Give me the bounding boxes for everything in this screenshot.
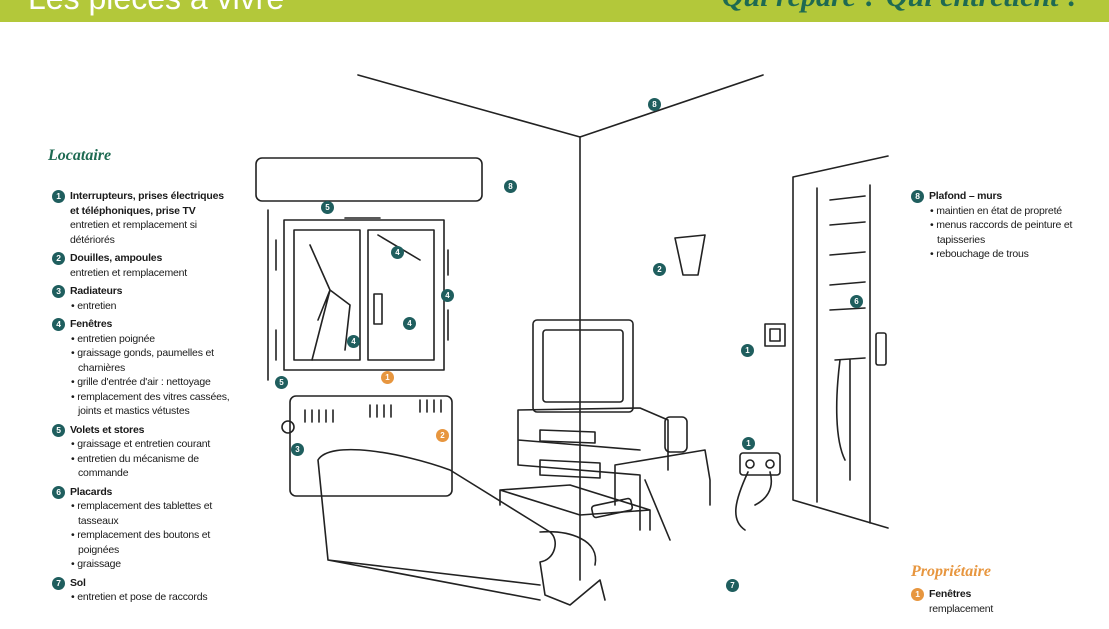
legend-bullet: • entretien poignée <box>71 332 155 345</box>
marker-shutter: 5 <box>275 376 288 389</box>
legend-number: 1 <box>52 190 65 203</box>
legend-item-plafond: 8 Plafond – murs • maintien en état de p… <box>911 189 1091 262</box>
plafond-legend: 8 Plafond – murs • maintien en état de p… <box>911 189 1091 266</box>
marker-window: 4 <box>391 246 404 259</box>
legend-bullet: • maintien en état de propreté <box>930 204 1062 217</box>
legend-number: 7 <box>52 576 65 590</box>
locataire-title: Locataire <box>48 147 112 164</box>
marker-ceiling: 8 <box>648 98 661 111</box>
legend-item-title: Volets et stores <box>70 423 145 436</box>
legend-item: 6 Placards • remplacement des tablettes et… <box>52 485 232 572</box>
legend-bullet: • entretien du mécanisme de commande <box>71 452 199 480</box>
closet-hanging <box>834 357 866 481</box>
cables <box>735 471 773 531</box>
marker-switch: 1 <box>741 344 754 357</box>
tv-stand <box>517 407 669 531</box>
legend-number: 3 <box>52 285 65 298</box>
marker-window: 4 <box>347 335 360 348</box>
legend-item-title: Douilles, ampoules <box>70 252 163 264</box>
legend-item-title: Radiateurs <box>70 285 123 297</box>
page-subtitle: Qui répare ? Qui entretient ? <box>722 0 1081 14</box>
legend-item: 3 Radiateurs • entretien <box>52 284 232 313</box>
legend-bullet: • graissage et entretien courant <box>71 438 211 450</box>
coffee-table <box>499 484 651 531</box>
proprietaire-legend: 1 Fenêtres remplacement <box>911 587 1091 620</box>
marker-floor: 7 <box>726 579 739 592</box>
legend-number: 6 <box>52 485 65 499</box>
marker-lamp: 2 <box>653 263 666 276</box>
closet-frame <box>792 155 889 529</box>
phone <box>664 416 688 453</box>
legend-bullet: • graissage <box>71 558 121 570</box>
legend-line: remplacement <box>929 602 994 615</box>
marker-wall: 8 <box>504 180 517 193</box>
legend-line: détériorés <box>70 233 115 246</box>
legend-line: entretien et remplacement <box>70 266 187 279</box>
broken-glass <box>309 244 351 361</box>
marker-socket: 1 <box>742 437 755 450</box>
marker-window: 4 <box>441 289 454 302</box>
sofa <box>317 448 606 606</box>
legend-bullet: • rebouchage de trous <box>930 248 1029 260</box>
header-bar: Les pièces à vivre Qui répare ? Qui entr… <box>0 0 1109 22</box>
legend-item: 4 Fenêtres • entretien poignée • graissage … <box>52 317 232 419</box>
legend-number: 4 <box>52 318 65 331</box>
legend-item: 7 Sol • entretien et pose de raccords <box>52 576 232 605</box>
legend-number: 1 <box>911 588 924 601</box>
remote <box>590 497 634 519</box>
proprietaire-title: Propriétaire <box>911 563 991 580</box>
legend-bullet: • remplacement des tablettes et tasseaux <box>71 500 213 527</box>
legend-bullet: • grille d'entrée d'air : nettoyage <box>71 376 211 388</box>
tv-screen <box>532 319 634 413</box>
legend-bullet: • entretien <box>71 299 117 312</box>
marker-window-owner: 1 <box>381 371 394 384</box>
radiator <box>289 395 453 497</box>
legend-bullet: • remplacement des boutons et poignées <box>71 529 211 556</box>
legend-item: 2 Douilles, ampoules entretien et remplace… <box>52 251 232 280</box>
page-title: Les pièces à vivre <box>28 0 284 17</box>
legend-line: entretien et remplacement si <box>70 219 197 231</box>
legend-bullet: • graissage gonds, paumelles et charnièr… <box>71 347 214 374</box>
marker-closet: 6 <box>850 295 863 308</box>
ceiling-line <box>357 74 764 138</box>
locataire-legend: 1 Interrupteurs, prises électriques et tél… <box>52 189 232 609</box>
legend-item-title: et téléphoniques, prise TV <box>70 204 196 217</box>
socket-panel <box>739 452 781 476</box>
legend-item-title: Placards <box>70 485 113 498</box>
legend-item: 1 Interrupteurs, prises électriques et tél… <box>52 189 232 247</box>
legend-item-title: Fenêtres <box>70 318 113 330</box>
legend-item-title: Plafond – murs <box>929 190 1003 202</box>
shutter-box <box>255 157 483 202</box>
side-table <box>614 449 711 541</box>
legend-number: 2 <box>52 252 65 265</box>
marker-radiator: 3 <box>291 443 304 456</box>
legend-item-title: Sol <box>70 576 86 589</box>
marker-owner: 2 <box>436 429 449 442</box>
wall-lamp <box>674 234 706 276</box>
legend-item-fenetres: 1 Fenêtres remplacement <box>911 587 1091 616</box>
legend-item-title: Fenêtres <box>929 588 972 600</box>
marker-window: 4 <box>403 317 416 330</box>
marker-shutter-box: 5 <box>321 201 334 214</box>
legend-item-title: Interrupteurs, prises électriques <box>70 190 224 202</box>
legend-item: 5 Volets et stores • graissage et entretie… <box>52 423 232 481</box>
legend-bullet: • entretien et pose de raccords <box>71 591 208 603</box>
legend-number: 5 <box>52 423 65 437</box>
legend-bullet: • remplacement des vitres cassées, joint… <box>71 390 230 418</box>
wall-switch <box>764 323 786 347</box>
legend-number: 8 <box>911 190 924 203</box>
legend-bullet: • menus raccords de peinture et tapisser… <box>930 219 1073 246</box>
window-frame <box>283 219 445 371</box>
closet-handle <box>875 332 887 366</box>
closet-shelves <box>829 195 866 311</box>
